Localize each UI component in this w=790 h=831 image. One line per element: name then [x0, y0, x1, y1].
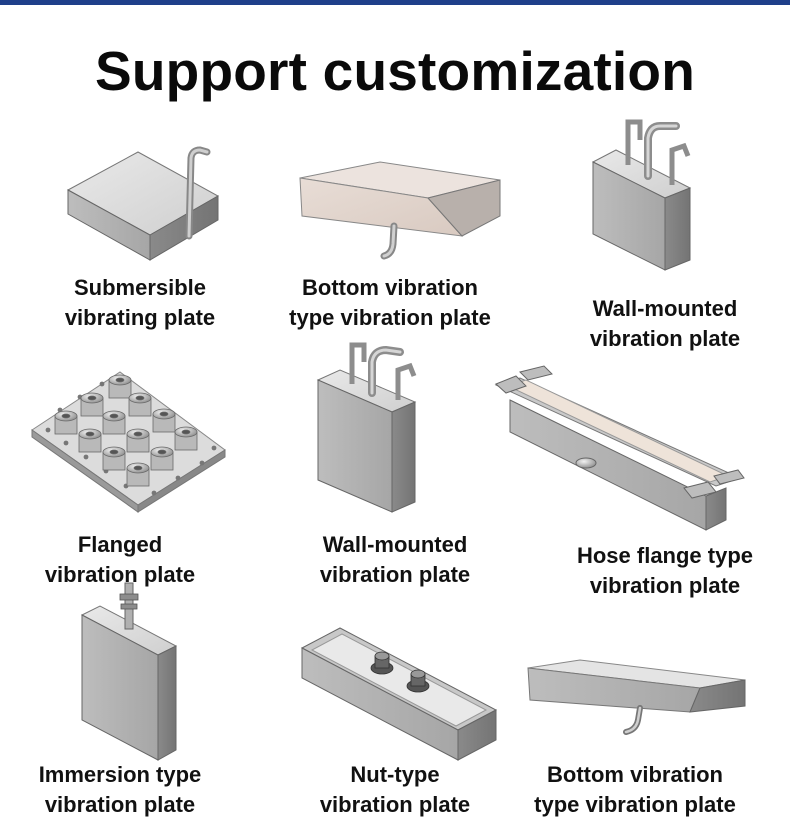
nut-type-plate-image — [300, 627, 498, 761]
product-label-bottom-vibration: Bottom vibration type vibration plate — [289, 275, 491, 330]
product-label-flanged: Flanged vibration plate — [44, 532, 196, 587]
product-label-immersion: Immersion type vibration plate — [38, 762, 202, 817]
bottom-vibration-plate-image-2 — [527, 659, 746, 735]
submersible-plate-image — [66, 146, 220, 261]
product-label-bottom-vibration-2: Bottom vibration type vibration plate — [534, 762, 736, 817]
immersion-plate-image — [80, 582, 178, 761]
product-label-wall-mounted-1: Wall-mounted vibration plate — [589, 296, 741, 351]
product-label-nut-type: Nut-type vibration plate — [319, 762, 471, 817]
bottom-vibration-plate-image — [299, 161, 501, 260]
flange-bosses — [54, 374, 198, 487]
flanged-plate-image — [31, 371, 226, 513]
product-label-hose-flange: Hose flange type vibration plate — [576, 543, 754, 598]
top-accent-bar — [0, 0, 790, 5]
product-label-submersible: Submersible vibrating plate — [64, 275, 216, 330]
hose-flange-plate-image — [494, 365, 745, 531]
page-title: Support customization — [94, 40, 695, 102]
product-label-wall-mounted-2: Wall-mounted vibration plate — [319, 532, 471, 587]
wall-mounted-plate-image-2 — [316, 342, 417, 513]
wall-mounted-plate-image-1 — [591, 119, 692, 271]
